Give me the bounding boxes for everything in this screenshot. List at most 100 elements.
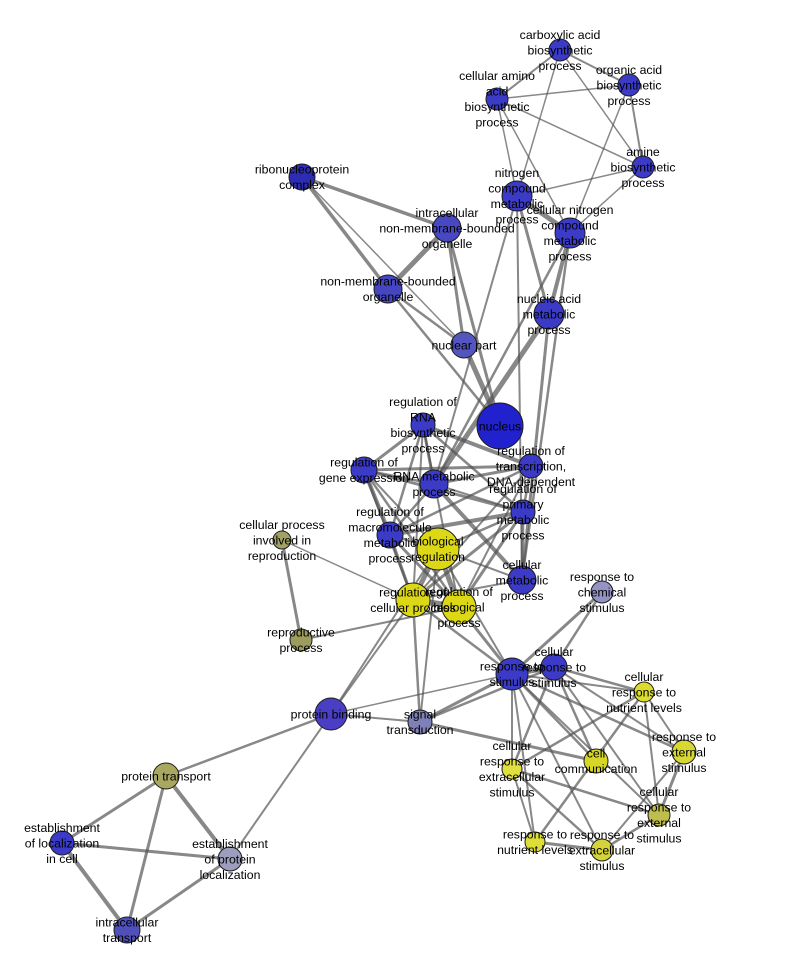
node-crs[interactable]: [540, 653, 568, 681]
node-rrb[interactable]: [410, 412, 436, 438]
node-rcs[interactable]: [590, 580, 614, 604]
nodes-layer: [49, 38, 697, 944]
edge-caa-cnc: [496, 98, 571, 234]
edge-elc-it: [60, 841, 129, 932]
node-am[interactable]: [631, 155, 655, 179]
node-nc[interactable]: [501, 180, 533, 212]
node-io[interactable]: [432, 213, 462, 243]
edge-crs-rcs: [552, 590, 604, 669]
node-nam[interactable]: [533, 298, 565, 330]
node-rcp[interactable]: [395, 582, 431, 618]
node-crn[interactable]: [633, 681, 655, 703]
node-caa[interactable]: [485, 87, 509, 111]
edges-layer: [60, 49, 686, 932]
edge-crs-res: [553, 666, 685, 753]
node-pt[interactable]: [152, 762, 180, 790]
node-rs[interactable]: [495, 657, 529, 691]
edge-rs-crx: [511, 673, 660, 816]
node-cpr[interactable]: [272, 530, 292, 550]
edge-io-np: [445, 226, 466, 347]
node-label-pb: protein binding: [291, 707, 372, 721]
node-rp[interactable]: [289, 628, 313, 652]
edge-rge-rbp: [362, 468, 461, 609]
node-rex[interactable]: [590, 838, 614, 862]
edge-ca-caa: [496, 49, 561, 100]
edge-nam-cm: [520, 312, 551, 582]
edge-nam-rm: [431, 311, 552, 487]
edge-cpr-rcp: [281, 539, 414, 601]
edge-rs-rcs: [510, 590, 604, 676]
node-rbp[interactable]: [441, 589, 477, 625]
node-cm[interactable]: [507, 565, 537, 595]
node-rge[interactable]: [350, 456, 378, 484]
node-np[interactable]: [450, 331, 478, 359]
edge-rpm-rmm: [388, 510, 525, 537]
edge-st-rcp: [411, 598, 422, 724]
node-rpm[interactable]: [510, 499, 536, 525]
node-it[interactable]: [113, 916, 141, 944]
node-cc[interactable]: [583, 748, 609, 774]
edge-pb-br: [330, 548, 439, 715]
edge-crs-cre: [510, 665, 556, 771]
edge-cre-rnl: [511, 768, 536, 843]
node-rmm[interactable]: [376, 521, 404, 549]
node-crx[interactable]: [647, 803, 671, 827]
edge-caa-nc: [496, 98, 518, 197]
node-rnp[interactable]: [288, 163, 316, 191]
edge-io-nuc: [445, 226, 502, 428]
node-cnc[interactable]: [554, 217, 586, 249]
node-cre[interactable]: [501, 758, 523, 780]
edge-rs-rcp: [411, 598, 514, 676]
edge-cpr-rp: [280, 538, 303, 642]
edge-crs-crx: [553, 666, 660, 816]
node-rnl[interactable]: [524, 831, 546, 853]
edge-am-cnc: [569, 166, 644, 234]
edge-pb-rs: [330, 673, 513, 715]
node-rtd[interactable]: [518, 453, 544, 479]
node-br[interactable]: [416, 527, 460, 571]
edge-rrb-rbp: [422, 424, 460, 608]
edge-pt-it: [125, 774, 168, 932]
edge-rs-rex: [511, 673, 603, 851]
edge-cre-rex: [510, 767, 604, 852]
node-nuc[interactable]: [476, 402, 524, 450]
edge-elc-epl: [60, 841, 232, 861]
node-label-np: nuclear part: [432, 338, 498, 352]
node-nmo[interactable]: [373, 274, 403, 304]
node-ca[interactable]: [548, 38, 572, 62]
node-res[interactable]: [671, 739, 697, 765]
node-elc[interactable]: [49, 830, 75, 856]
edge-crn-crx: [643, 691, 660, 816]
edge-crs-crn: [552, 665, 646, 694]
edge-rtd-rbp: [458, 465, 532, 608]
node-oa[interactable]: [617, 73, 641, 97]
node-epl[interactable]: [217, 846, 243, 872]
edge-oa-caa: [496, 84, 630, 100]
edge-cre-crx: [510, 767, 661, 817]
node-rm[interactable]: [419, 469, 449, 499]
edge-cnc-rm: [432, 231, 572, 486]
edge-rpm-rbp: [457, 510, 525, 609]
node-pb[interactable]: [314, 697, 348, 731]
node-st[interactable]: [407, 709, 433, 735]
edge-ca-am: [559, 49, 644, 168]
